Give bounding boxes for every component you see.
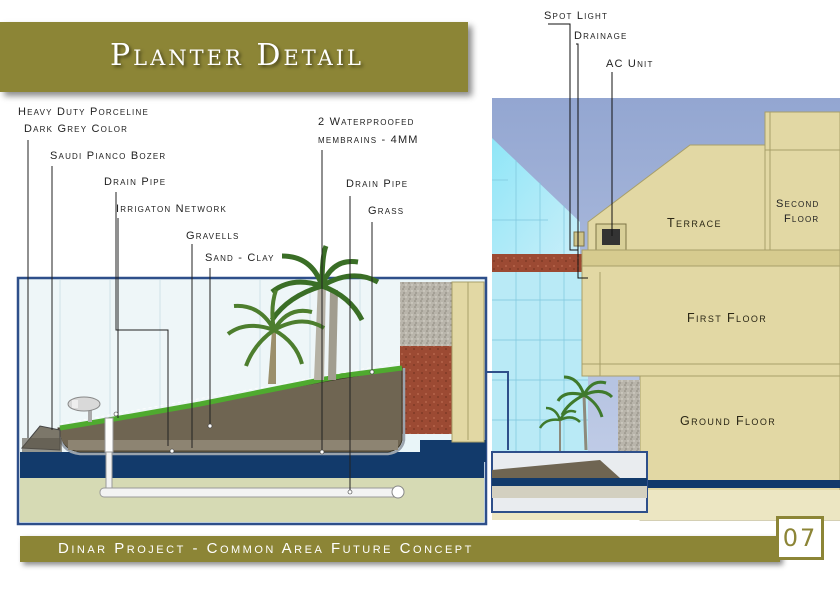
planter-section — [16, 140, 488, 526]
title-bar — [0, 22, 468, 92]
waterproof-slab — [20, 452, 484, 478]
label-terrace: Terrace — [667, 216, 722, 230]
drain-pipe — [99, 487, 403, 498]
ground-floor-waterproof-band — [640, 480, 840, 488]
label-second-floor-line2: Floor — [784, 213, 820, 225]
label-ac-unit: AC Unit — [606, 58, 654, 70]
inset-soil — [492, 460, 620, 478]
label-second-floor-line1: Second — [776, 198, 820, 210]
ac-unit-grille — [602, 229, 620, 245]
footer-title: Dinar Project - Common Area Future Conce… — [58, 540, 474, 557]
gravel-layer — [68, 440, 398, 450]
page-title: Planter Detail — [110, 38, 365, 73]
irrigation-riser — [104, 417, 114, 453]
label-drain-pipe-left: Drain Pipe — [104, 176, 167, 188]
label-sand-clay: Sand - Clay — [205, 252, 275, 264]
second-floor-block — [764, 111, 840, 253]
label-saudi-pianco-bozer: Saudi Pianco Bozer — [50, 150, 167, 162]
glass-roof — [492, 138, 580, 258]
terrace-brick-band — [492, 254, 588, 272]
spot-light — [573, 231, 585, 247]
palm-trees — [226, 245, 380, 384]
label-drainage: Drainage — [574, 30, 628, 42]
building-leader-lines — [548, 23, 613, 279]
section-leader-lines — [27, 140, 373, 492]
label-waterproofed-line2: membrains - 4MM — [318, 134, 419, 146]
first-floor-block — [581, 265, 840, 377]
brick-wall — [400, 346, 452, 434]
garden-spotlight — [67, 396, 101, 422]
ground-blinding — [20, 478, 484, 522]
detail-leader-line — [486, 371, 509, 450]
inset-waterproof — [492, 478, 647, 486]
label-waterproofed-line1: 2 Waterproofed — [318, 116, 415, 128]
label-dark-grey-color: Dark Grey Color — [24, 123, 129, 135]
label-drain-pipe-right: Drain Pipe — [346, 178, 409, 190]
footer-bar — [20, 536, 780, 562]
label-spot-light: Spot Light — [544, 10, 609, 22]
label-gravells: Gravells — [186, 230, 240, 242]
page-number: 07 — [776, 516, 824, 560]
label-ground-floor: Ground Floor — [680, 414, 777, 428]
small-palm-trees — [538, 375, 614, 455]
building-elevation — [486, 23, 840, 521]
label-grass: Grass — [368, 205, 405, 217]
label-irrigation-network: Irrigaton Network — [116, 203, 228, 215]
label-heavy-duty-porceline: Heavy Duty Porceline — [18, 106, 149, 118]
label-first-floor: First Floor — [687, 311, 768, 325]
